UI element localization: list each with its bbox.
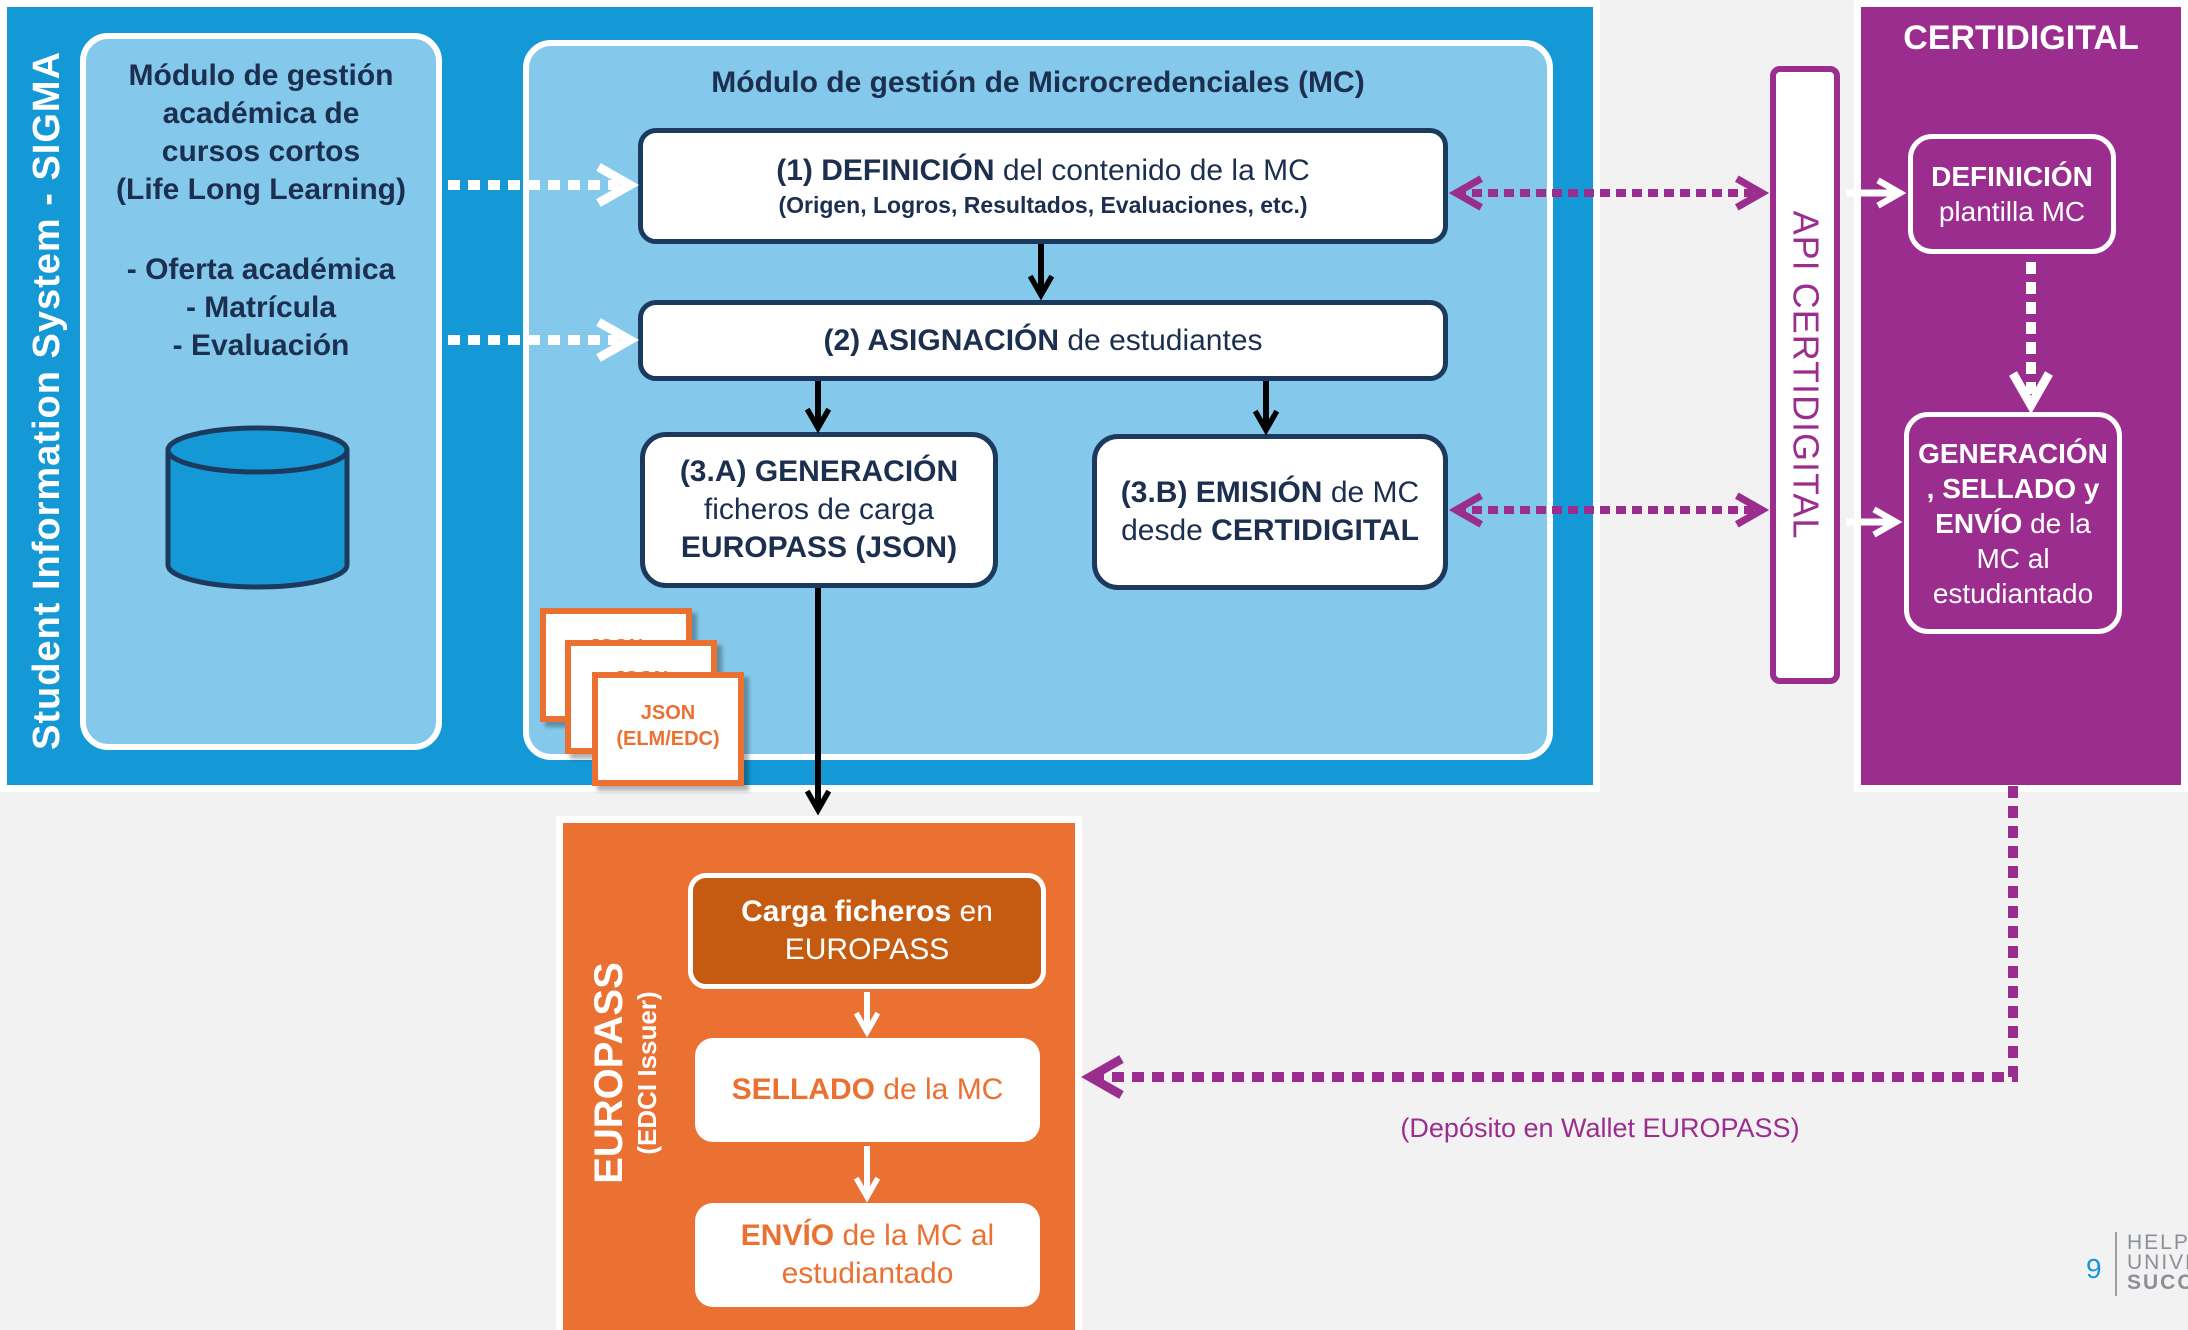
cert-box1-bold: DEFINICIÓN xyxy=(1931,161,2093,192)
cert-box2-line3: ENVÍO de la xyxy=(1935,506,2091,541)
cert-box1-line2: plantilla MC xyxy=(1938,196,2086,227)
lll-module-items: - Oferta académica - Matrícula - Evaluac… xyxy=(86,251,436,365)
eu-box1-bold: Carga ficheros xyxy=(741,895,952,928)
eu-box2-line: SELLADO de la MC xyxy=(732,1071,1004,1109)
page-number: 9 xyxy=(2086,1253,2102,1284)
step3b-certidigital: CERTIDIGITAL xyxy=(1211,514,1419,547)
step3a-line2: ficheros de carga xyxy=(703,493,935,526)
lll-item: - Oferta académica xyxy=(126,253,396,286)
eu-box3-bold: ENVÍO xyxy=(740,1219,835,1252)
brand-line: SUCCEED xyxy=(2127,1271,2188,1293)
step3a-line3: EUROPASS (JSON) xyxy=(680,531,958,564)
step1-rest: del contenido de la MC xyxy=(994,154,1310,187)
step3b-line2: desde CERTIDIGITAL xyxy=(1121,512,1419,550)
brand-line: HELPING xyxy=(2127,1233,2188,1254)
cert-box2-bold2: , SELLADO y xyxy=(1926,472,2100,504)
step3b-rest: de MC xyxy=(1322,476,1420,509)
lll-item: - Matrícula xyxy=(185,291,337,324)
lll-title-line: cursos cortos xyxy=(161,135,361,168)
json-file-icon: JSON (ELM/EDC) xyxy=(592,672,744,786)
step1-bold: (1) DEFINICIÓN xyxy=(776,154,995,187)
cert-box2-line4: MC al xyxy=(1976,542,2050,574)
eu-box1-rest: en xyxy=(951,895,993,928)
lll-module-box: Módulo de gestión académica de cursos co… xyxy=(80,33,442,750)
deposit-caption: (Depósito en Wallet EUROPASS) xyxy=(1400,1113,1800,1143)
step3b-line1: (3.B) EMISIÓN de MC xyxy=(1121,474,1419,512)
eu-box2-bold: SELLADO xyxy=(731,1073,875,1106)
brand-logo: HELPING UNIVERSITIES SUCCEED xyxy=(2127,1233,2188,1293)
arrow-cert-to-wallet xyxy=(1080,646,2018,1099)
cert-generacion-box: GENERACIÓN , SELLADO y ENVÍO de la MC al… xyxy=(1904,412,2122,634)
certidigital-title: CERTIDIGITAL xyxy=(1903,19,2139,57)
europass-envio-box: ENVÍO de la MC al estudiantado xyxy=(695,1203,1040,1307)
database-icon xyxy=(165,425,350,590)
eu-box1-line2: EUROPASS xyxy=(784,933,950,966)
json-file-format: (ELM/EDC) xyxy=(616,728,720,750)
cert-box2-bold1: GENERACIÓN xyxy=(1918,437,2108,469)
cert-box2-rest3: de la xyxy=(2022,507,2091,539)
step3b-bold: (3.B) EMISIÓN xyxy=(1120,476,1323,509)
step1-definicion-box: (1) DEFINICIÓN del contenido de la MC (O… xyxy=(638,128,1448,244)
step2-line: (2) ASIGNACIÓN de estudiantes xyxy=(823,324,1262,358)
mc-module-title: Módulo de gestión de Microcredenciales (… xyxy=(711,66,1365,99)
lll-title-line: Módulo de gestión xyxy=(128,59,394,92)
step2-bold: (2) ASIGNACIÓN xyxy=(823,323,1060,357)
europass-sellado-box: SELLADO de la MC xyxy=(695,1038,1040,1142)
europass-carga-box: Carga ficheros en EUROPASS xyxy=(688,873,1046,989)
step3b-emision-box: (3.B) EMISIÓN de MC desde CERTIDIGITAL xyxy=(1092,434,1448,590)
step2-asignacion-box: (2) ASIGNACIÓN de estudiantes xyxy=(638,300,1448,381)
step1-sub: (Origen, Logros, Resultados, Evaluacione… xyxy=(778,192,1308,218)
eu-box3-line2: estudiantado xyxy=(781,1257,954,1290)
step1-line: (1) DEFINICIÓN del contenido de la MC xyxy=(776,152,1310,190)
step3a-bold: (3.A) GENERACIÓN xyxy=(679,455,959,488)
footer-divider xyxy=(2115,1232,2117,1296)
step3b-pre: desde xyxy=(1121,514,1212,547)
lll-module-title: Módulo de gestión académica de cursos co… xyxy=(86,57,436,209)
eu-box2-rest: de la MC xyxy=(874,1073,1004,1106)
step3a-generacion-box: (3.A) GENERACIÓN ficheros de carga EUROP… xyxy=(640,432,998,588)
cert-definicion-box: DEFINICIÓN plantilla MC xyxy=(1908,134,2116,254)
eu-box1-line1: Carga ficheros en xyxy=(741,893,993,931)
cert-box2-line5: estudiantado xyxy=(1932,577,2094,609)
eu-box3-line1: ENVÍO de la MC al xyxy=(741,1217,994,1255)
lll-item: - Evaluación xyxy=(172,329,350,362)
json-file-label: JSON xyxy=(640,702,696,724)
step2-rest: de estudiantes xyxy=(1059,323,1263,357)
api-certidigital-bar: API CERTIDIGITAL xyxy=(1770,66,1840,684)
brand-line: UNIVERSITIES xyxy=(2127,1251,2188,1274)
lll-title-line: académica de xyxy=(162,97,360,130)
cert-box2-bold3: ENVÍO xyxy=(1935,507,2023,539)
eu-box3-rest: de la MC al xyxy=(834,1219,995,1252)
lll-title-line: (Life Long Learning) xyxy=(116,173,406,206)
